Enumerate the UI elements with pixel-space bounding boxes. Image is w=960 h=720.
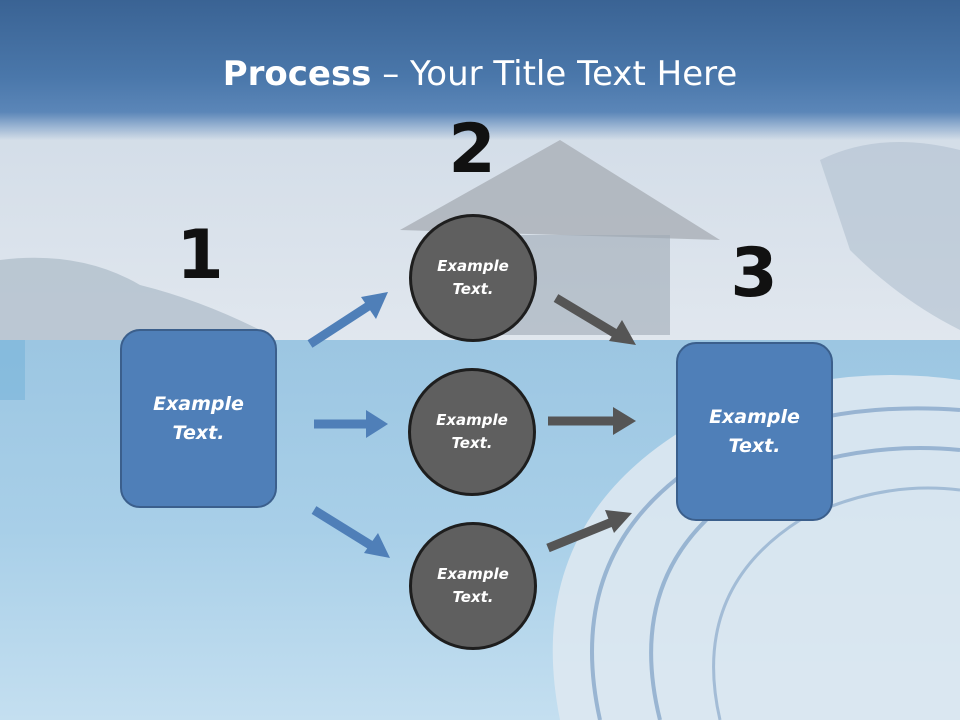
title-bar bbox=[0, 0, 960, 140]
step-1-text-line1: Example bbox=[153, 392, 244, 415]
circle-top-text-line1: Example bbox=[437, 257, 509, 275]
circle-middle-text-line2: Text. bbox=[451, 434, 493, 452]
circle-middle-text-line1: Example bbox=[436, 411, 508, 429]
title-bold: Process bbox=[222, 54, 372, 94]
step-3-text-line2: Text. bbox=[728, 434, 781, 457]
step-number-3: 3 bbox=[730, 234, 778, 313]
circle-bottom-text-line1: Example bbox=[437, 565, 509, 583]
circle-top-text-line2: Text. bbox=[452, 280, 494, 298]
arrow-box1-to-circle-top bbox=[307, 292, 388, 348]
step-number-2: 2 bbox=[448, 110, 496, 189]
step-1-text-line2: Text. bbox=[172, 421, 225, 444]
circle-bottom-text-line2: Text. bbox=[452, 588, 494, 606]
title-rest: – Your Title Text Here bbox=[371, 54, 738, 94]
arrow-box1-to-circle-middle bbox=[314, 410, 388, 438]
arrow-circle-bottom-to-box3 bbox=[546, 510, 632, 553]
slide-title: Process – Your Title Text Here bbox=[0, 52, 960, 96]
arrow-circle-middle-to-box3 bbox=[548, 407, 636, 435]
step-number-1: 1 bbox=[176, 216, 224, 295]
arrow-circle-top-to-box3 bbox=[553, 294, 636, 345]
step-3-text-line1: Example bbox=[709, 405, 800, 428]
arrow-box1-to-circle-bottom bbox=[311, 506, 390, 558]
